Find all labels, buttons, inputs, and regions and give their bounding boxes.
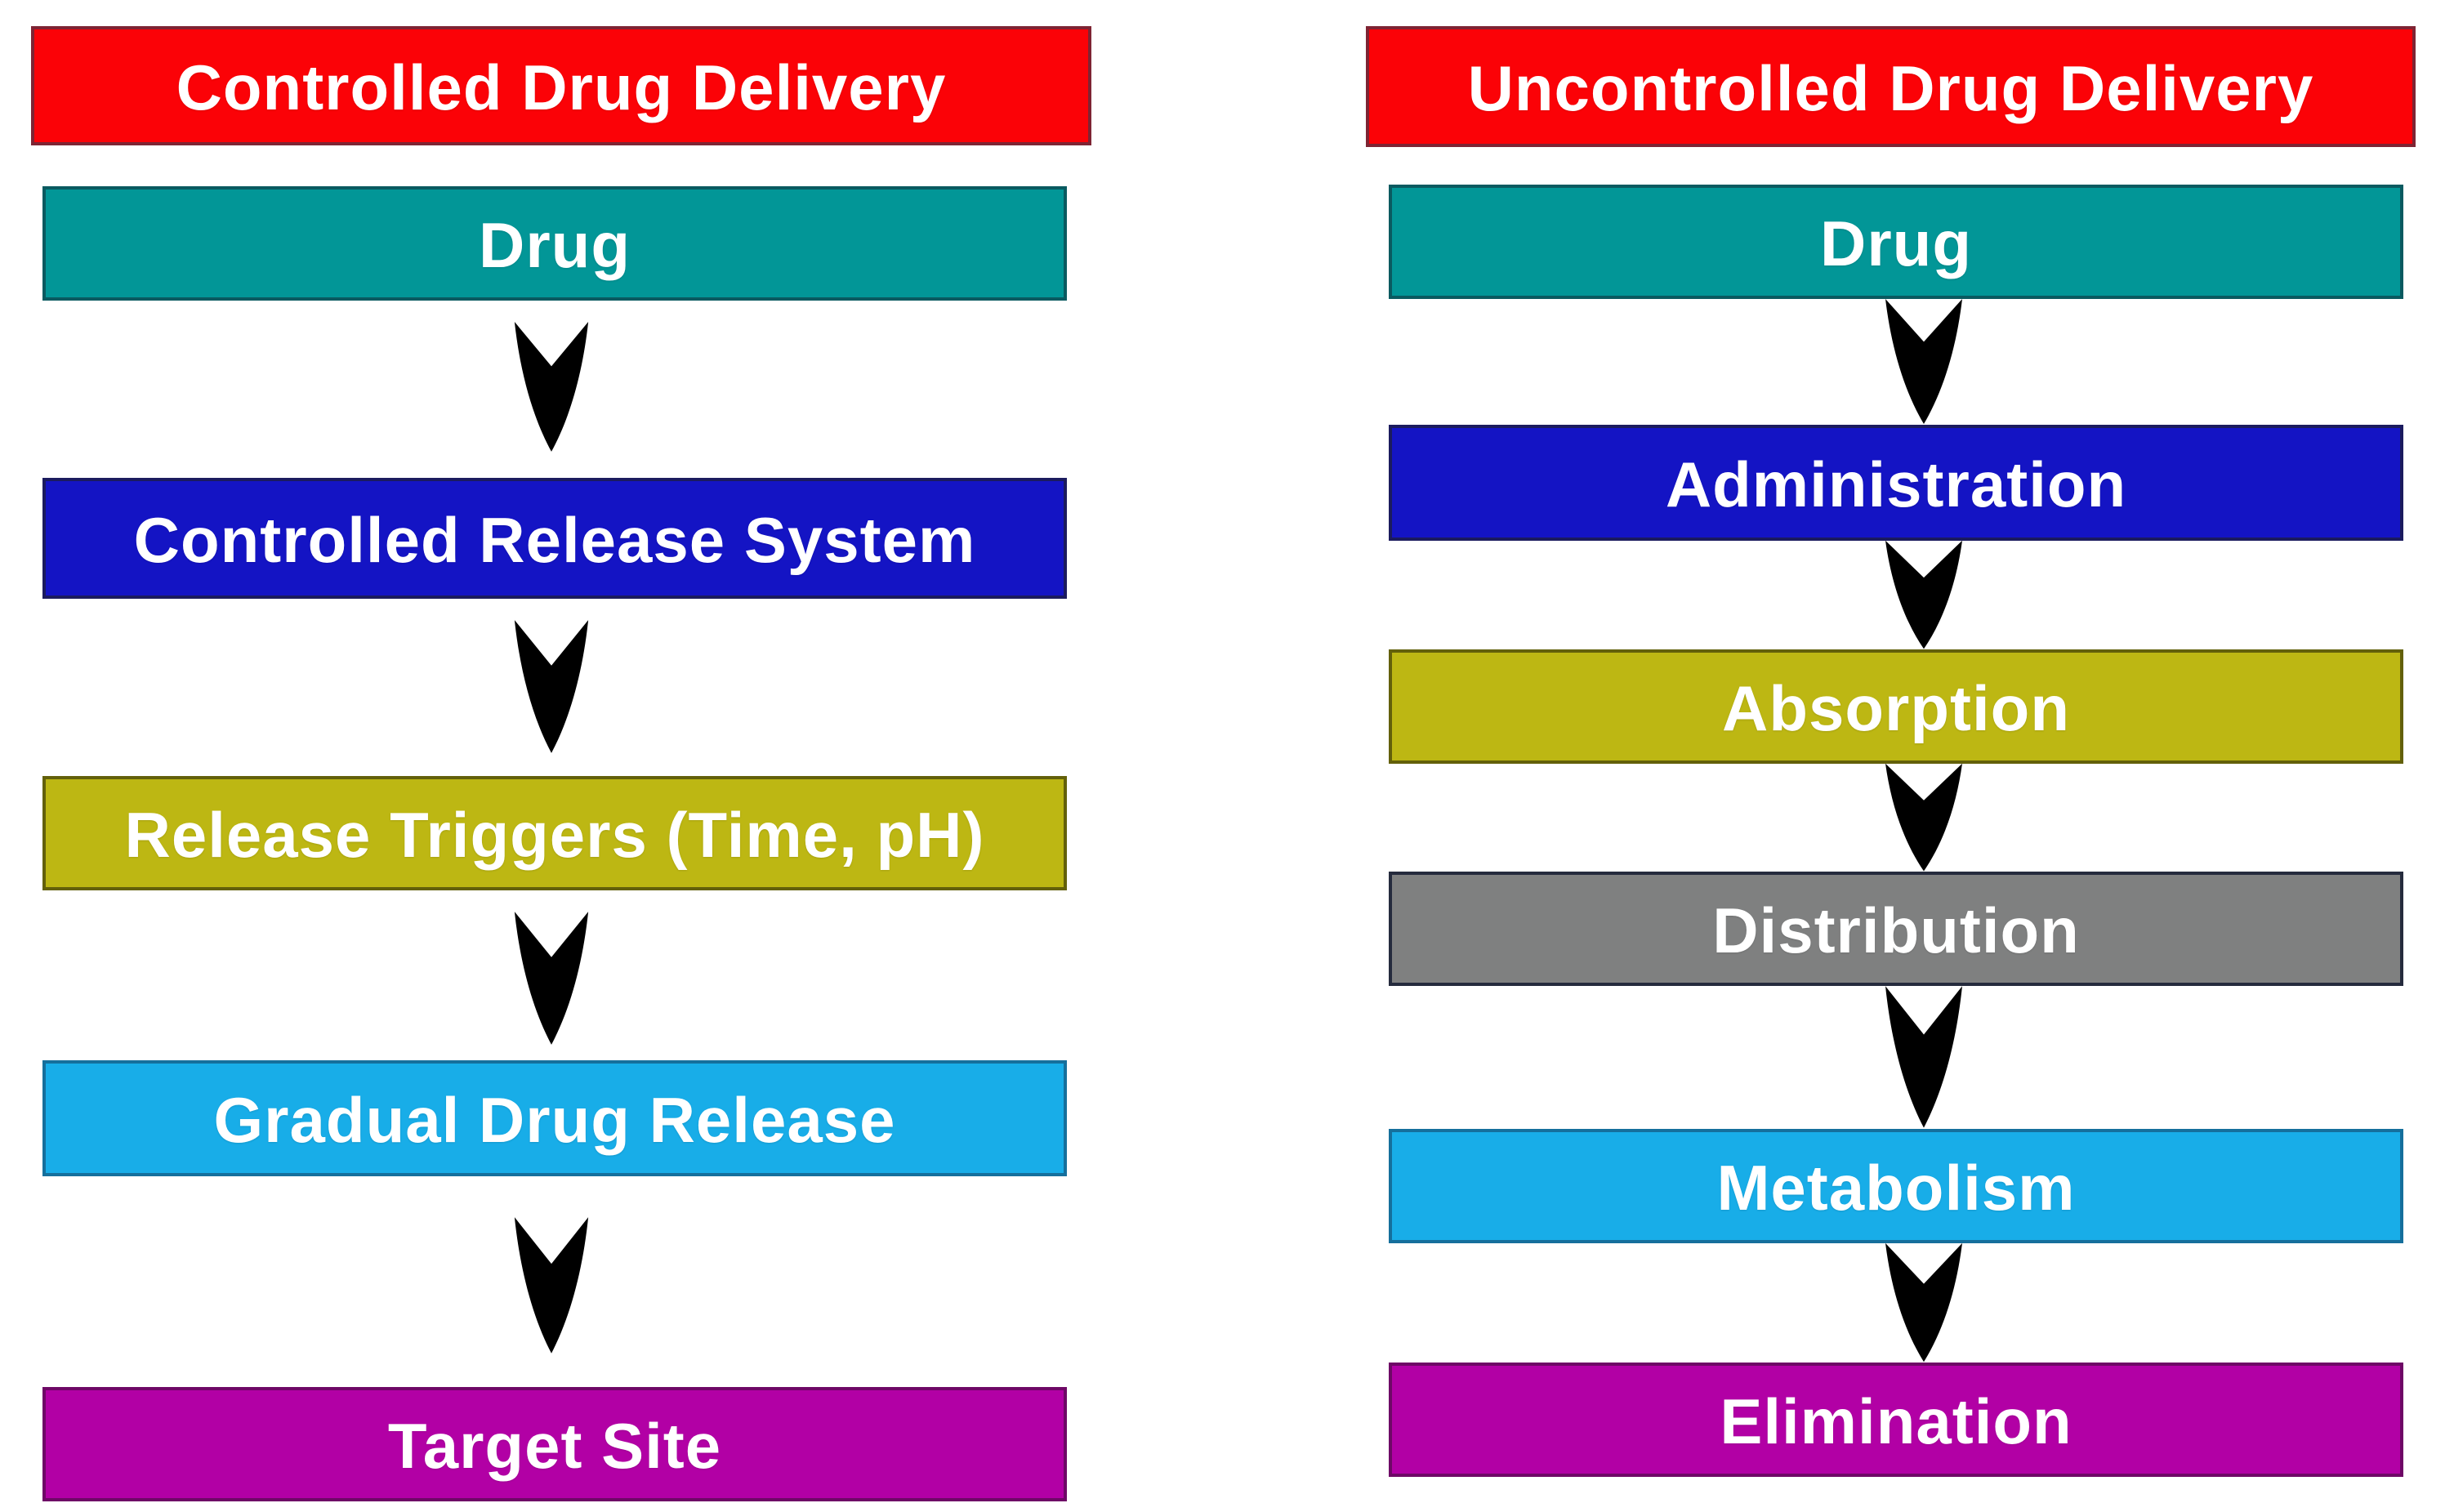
controlled-step-release-system: Controlled Release System bbox=[42, 478, 1067, 599]
controlled-title-label: Controlled Drug Delivery bbox=[176, 51, 947, 123]
step-label: Controlled Release System bbox=[133, 504, 976, 576]
step-label: Administration bbox=[1665, 448, 2127, 520]
step-label: Target Site bbox=[387, 1410, 722, 1482]
controlled-step-target-site: Target Site bbox=[42, 1387, 1067, 1501]
uncontrolled-step-distribution: Distribution bbox=[1389, 872, 2403, 986]
uncontrolled-step-absorption: Absorption bbox=[1389, 649, 2403, 764]
down-arrow-icon bbox=[514, 322, 589, 452]
controlled-step-drug: Drug bbox=[42, 186, 1067, 301]
step-label: Distribution bbox=[1712, 894, 2080, 966]
down-arrow-icon bbox=[1885, 540, 1962, 649]
uncontrolled-title-label: Uncontrolled Drug Delivery bbox=[1467, 52, 2314, 124]
step-label: Drug bbox=[1820, 207, 1972, 279]
down-arrow-icon bbox=[1885, 1242, 1962, 1363]
uncontrolled-step-drug: Drug bbox=[1389, 185, 2403, 299]
controlled-step-gradual-release: Gradual Drug Release bbox=[42, 1060, 1067, 1176]
down-arrow-icon bbox=[1885, 986, 1962, 1128]
step-label: Gradual Drug Release bbox=[213, 1084, 896, 1156]
step-label: Absorption bbox=[1722, 672, 2070, 744]
down-arrow-icon bbox=[1885, 298, 1962, 425]
uncontrolled-step-administration: Administration bbox=[1389, 425, 2403, 541]
down-arrow-icon bbox=[1885, 763, 1962, 872]
controlled-title-box: Controlled Drug Delivery bbox=[31, 26, 1091, 145]
uncontrolled-title-box: Uncontrolled Drug Delivery bbox=[1366, 26, 2416, 147]
step-label: Release Triggers (Time, pH) bbox=[124, 799, 985, 871]
uncontrolled-step-elimination: Elimination bbox=[1389, 1363, 2403, 1477]
controlled-step-release-triggers: Release Triggers (Time, pH) bbox=[42, 776, 1067, 890]
down-arrow-icon bbox=[514, 1217, 589, 1354]
down-arrow-icon bbox=[514, 912, 589, 1045]
step-label: Drug bbox=[479, 209, 631, 281]
uncontrolled-step-metabolism: Metabolism bbox=[1389, 1129, 2403, 1243]
down-arrow-icon bbox=[514, 620, 589, 753]
step-label: Elimination bbox=[1720, 1385, 2072, 1457]
step-label: Metabolism bbox=[1716, 1152, 2076, 1224]
